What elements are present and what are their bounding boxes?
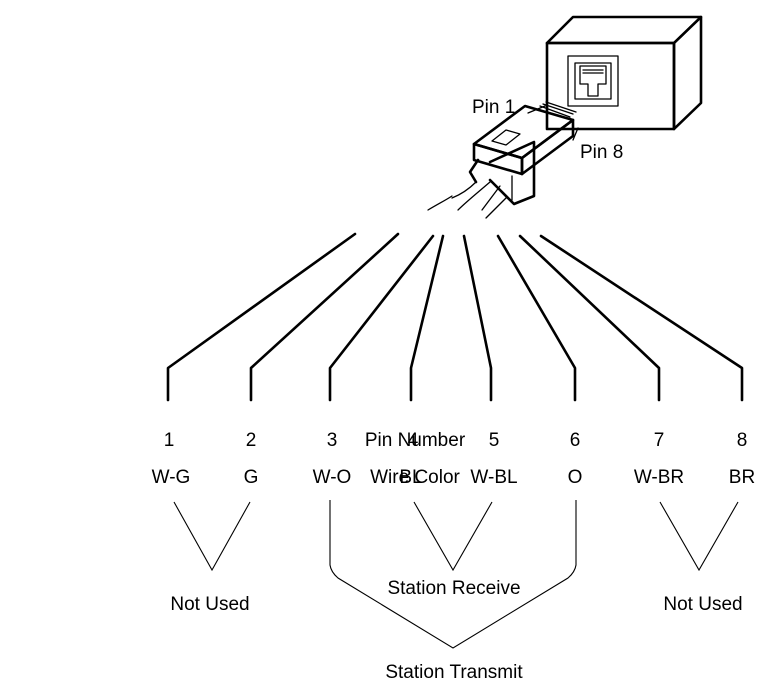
pin-number: 1 [164,430,175,451]
not-used-left-bracket [173,501,251,572]
wire-pin-6 [496,234,577,402]
not-used-right-bracket [659,501,739,572]
wire-pin-8 [539,234,744,402]
pin-8-leader [572,127,579,141]
wire-pin-3 [328,234,435,402]
rj45-jack-illustration [545,15,703,131]
wire-pin-1 [166,232,357,402]
pin-number: 6 [570,430,581,451]
station-receive-bracket [413,501,493,572]
wire-color: BL [399,467,422,488]
station-transmit-label: Station Transmit [385,662,523,683]
rj45-plug-illustration [427,101,577,219]
wire-pin-4 [409,234,445,402]
wire-color: W-G [152,467,191,488]
wire-color: BR [729,467,755,488]
pin-8-label: Pin 8 [580,142,623,163]
pin-1-label: Pin 1 [472,97,515,118]
pin-number: 7 [654,430,665,451]
wire-color: W-BR [634,467,684,488]
not-used-right-label: Not Used [663,594,742,615]
pin-number: 8 [737,430,748,451]
pin-number-row-label: Pin Number [365,430,466,451]
wire-pin-2 [249,232,400,402]
wire-color-row-label: Wire Color [370,467,460,488]
station-receive-label: Station Receive [387,578,520,599]
pin-1-leader [527,105,546,114]
wire-pin-5 [462,234,493,402]
pin-number: 5 [489,430,500,451]
not-used-left-label: Not Used [170,594,249,615]
wire-color: W-O [313,467,352,488]
wire-color: G [244,467,259,488]
pin-number: 2 [246,430,257,451]
pin-number: 4 [408,430,419,451]
station-transmit-bracket [329,500,577,649]
wire-color: O [568,467,583,488]
wire-color: W-BL [470,467,517,488]
wire-fanout [166,232,744,402]
wire-pin-7 [518,234,661,402]
pin-number: 3 [327,430,338,451]
